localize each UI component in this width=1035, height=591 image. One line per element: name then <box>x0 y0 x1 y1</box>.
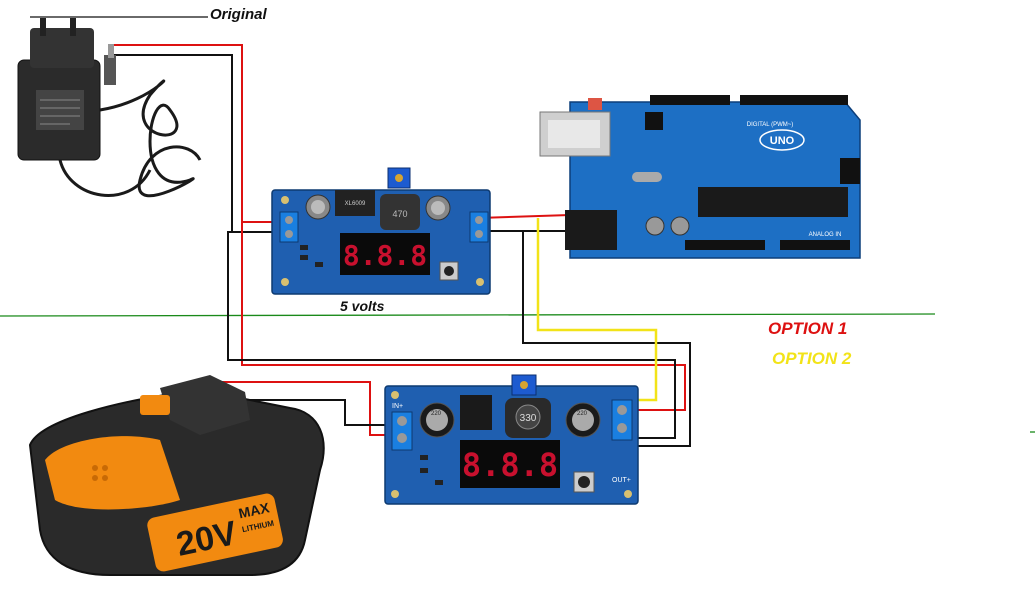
bottom-in-label: IN+ <box>392 403 403 410</box>
battery-black-wire <box>230 399 398 426</box>
return-black-wire <box>522 231 691 447</box>
original-label: Original <box>210 6 268 23</box>
battery-red-wire <box>210 381 398 436</box>
option1-red-wire <box>241 222 686 411</box>
legend-option2: OPTION 2 <box>772 349 852 368</box>
option1-black-wire <box>227 231 676 439</box>
top-display: 8.8.8 <box>343 239 427 272</box>
section-divider <box>0 313 936 317</box>
power-adapter <box>17 18 202 198</box>
top-inductor-text: 470 <box>392 209 407 219</box>
bottom-converter: 220 220 330 8.8.8 IN+ OUT+ <box>384 374 639 505</box>
arduino-analog-label: ANALOG IN <box>809 232 842 238</box>
top-chip-text: XL6009 <box>345 201 366 207</box>
bottom-display: 8.8.8 <box>462 446 558 484</box>
battery-max: MAX <box>237 499 271 521</box>
arduino-board: UNO DIGITAL (PWM~) ANALOG IN <box>539 95 861 259</box>
output-red-wire <box>477 214 571 219</box>
bottom-cap-left-text: 220 <box>431 411 442 417</box>
option2-yellow-wire <box>536 218 658 402</box>
top-converter-caption: 5 volts <box>340 298 385 314</box>
bottom-inductor-text: 330 <box>520 413 537 424</box>
adapter-red-wire <box>113 44 285 223</box>
bottom-cap-right-text: 220 <box>577 411 588 417</box>
arduino-logo: UNO <box>770 135 795 147</box>
bottom-out-label: OUT+ <box>612 477 631 484</box>
legend-option1: OPTION 1 <box>768 319 847 338</box>
wires <box>113 44 691 447</box>
top-converter: XL6009 470 8.8.8 <box>271 167 491 295</box>
arduino-digital-label: DIGITAL (PWM~) <box>747 122 794 128</box>
adapter-black-wire <box>113 54 285 233</box>
battery-pack: 20V MAX LITHIUM <box>28 375 325 576</box>
